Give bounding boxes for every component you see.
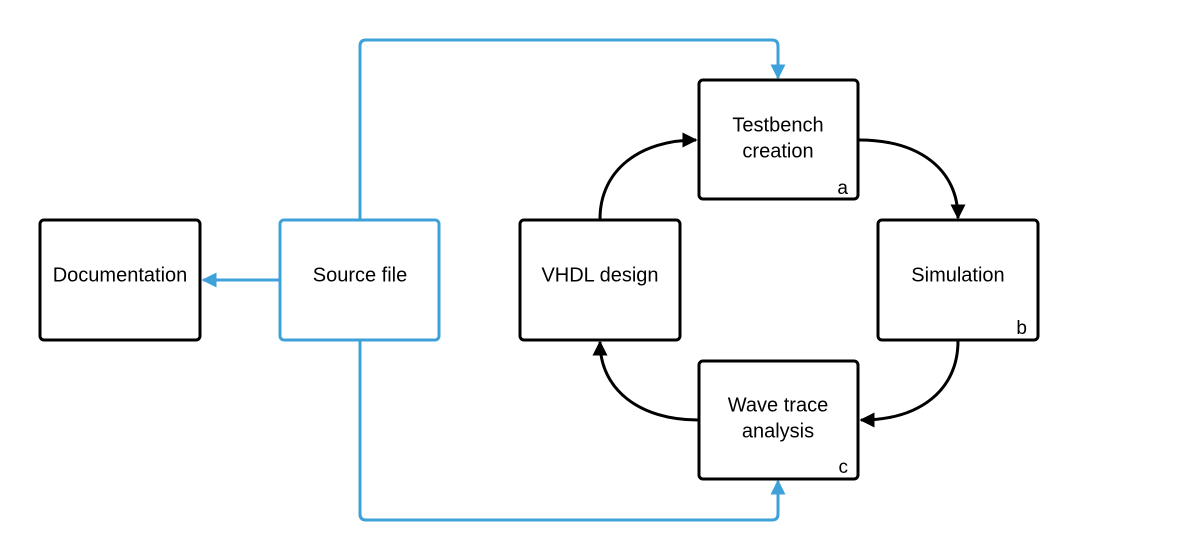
edge-source-to-wave-trace	[358, 341, 786, 522]
node-wave-trace-line1: Wave trace	[728, 394, 828, 416]
node-source-file-label: Source file	[313, 264, 408, 286]
node-testbench-line1: Testbench	[732, 114, 823, 136]
edge-vhdl-to-testbench	[598, 132, 698, 220]
node-simulation-label: Simulation	[911, 264, 1004, 286]
node-documentation-label: Documentation	[53, 264, 188, 286]
node-simulation: Simulation b	[876, 218, 1040, 342]
edge-testbench-to-simulation	[858, 138, 966, 220]
edge-simulation-to-wave-trace	[859, 340, 960, 428]
node-wave-trace-line2: analysis	[742, 420, 814, 442]
node-documentation: Documentation	[38, 218, 202, 342]
node-vhdl-design: VHDL design	[518, 218, 682, 342]
node-vhdl-design-label: VHDL design	[541, 264, 658, 286]
node-testbench-line2: creation	[742, 140, 813, 162]
edge-source-to-testbench	[358, 38, 786, 219]
node-wave-trace-tag: c	[839, 457, 849, 478]
node-wave-trace-analysis: Wave trace analysis c	[697, 359, 860, 481]
node-testbench-creation: Testbench creation a	[697, 78, 860, 201]
node-source-file: Source file	[278, 218, 441, 342]
node-testbench-tag: a	[837, 178, 848, 199]
node-simulation-tag: b	[1016, 318, 1027, 339]
edge-wave-trace-to-vhdl	[592, 340, 699, 422]
